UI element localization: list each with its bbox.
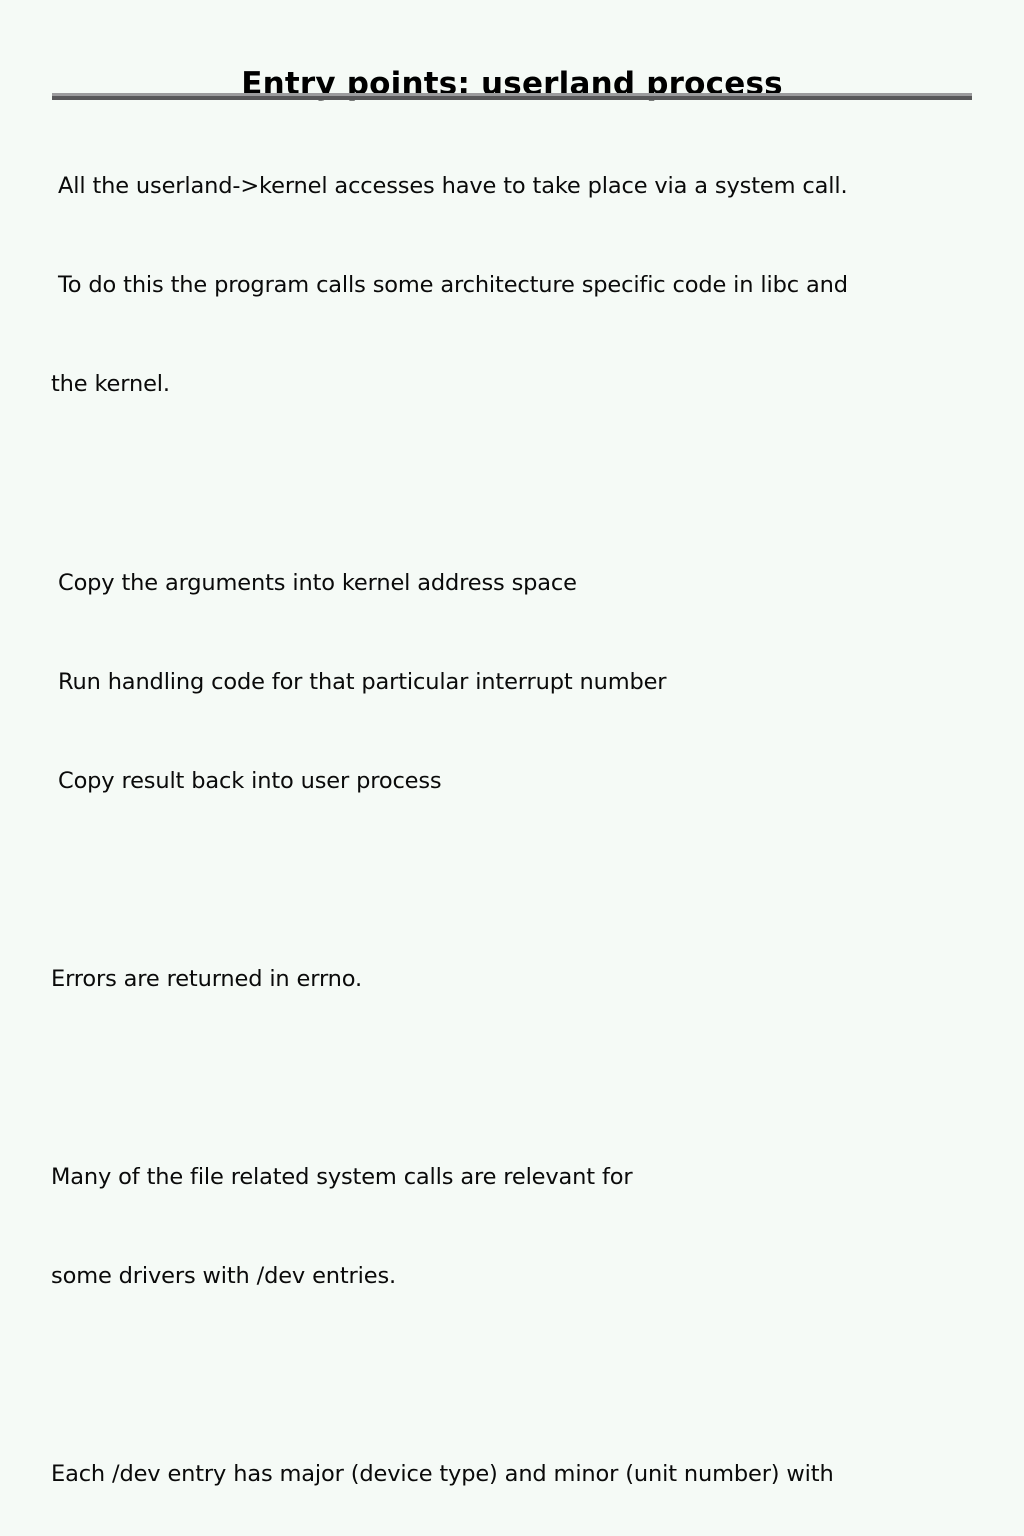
paragraph-syscall-steps: Copy the arguments into kernel address s… [51, 501, 1001, 864]
text-line: the kernel. [51, 371, 170, 397]
slide-body: All the userland->kernel accesses have t… [51, 104, 1001, 1536]
paragraph-gap [51, 1062, 1001, 1095]
paragraph-gap [51, 864, 1001, 897]
divider-highlight [52, 93, 972, 96]
text-line: Many of the file related system calls ar… [51, 1164, 633, 1190]
divider-shadow [52, 96, 972, 100]
text-line: Run handling code for that particular in… [51, 669, 667, 695]
title-divider [52, 93, 972, 101]
text-line: To do this the program calls some archit… [51, 272, 848, 298]
text-line: All the userland->kernel accesses have t… [51, 173, 848, 199]
paragraph-errors: Errors are returned in errno. [51, 897, 1001, 1062]
paragraph-syscall-intro: All the userland->kernel accesses have t… [51, 104, 1001, 467]
paragraph-gap [51, 467, 1001, 501]
paragraph-dev-major-minor: Each /dev entry has major (device type) … [51, 1392, 1001, 1536]
text-line: Errors are returned in errno. [51, 966, 362, 992]
text-line: Copy the arguments into kernel address s… [51, 570, 577, 596]
text-line: Each /dev entry has major (device type) … [51, 1461, 834, 1487]
paragraph-file-syscalls: Many of the file related system calls ar… [51, 1095, 1001, 1359]
text-line: Copy result back into user process [51, 768, 442, 794]
presentation-slide: Entry points: userland process All the u… [51, 65, 972, 1487]
paragraph-gap [51, 1359, 1001, 1392]
text-line: some drivers with /dev entries. [51, 1263, 397, 1289]
